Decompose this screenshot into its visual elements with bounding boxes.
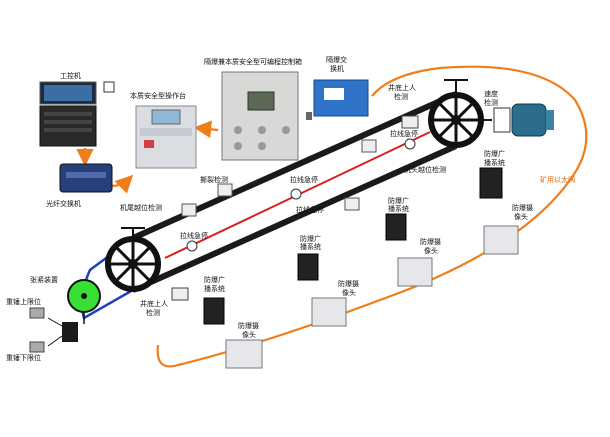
label-pull-stop-4: 拉线急停 — [296, 206, 324, 214]
label-pull-stop-3: 拉线急停 — [180, 232, 208, 240]
label-mine-ethernet: 矿用以太网 — [540, 176, 575, 184]
plc-box — [221, 71, 299, 161]
label-operator-console: 本质安全型操作台 — [130, 92, 186, 100]
shaft-bottom-detector — [171, 287, 189, 301]
label-weight-upper: 重锤上限位 — [6, 298, 41, 306]
label-camera-low-1: 防爆摄 — [238, 322, 259, 330]
label-fiber-switch: 光纤交换机 — [46, 200, 81, 208]
label-plc-box: 隔爆兼本质安全型可编程控制箱 — [204, 58, 302, 66]
label-shaft-bottom-1: 井底上人 — [140, 300, 168, 308]
industrial-pc — [39, 81, 97, 147]
label-broadcast-low-1: 防爆广 — [300, 235, 321, 243]
operator-console — [135, 105, 197, 169]
label-pull-stop-1: 拉线急停 — [290, 176, 318, 184]
weight-lower-sensor — [29, 341, 45, 353]
fiber-switch — [59, 163, 113, 193]
broadcast-devices — [203, 167, 503, 325]
label-camera-right-1: 防爆摄 — [512, 204, 533, 212]
label-camera-mid-2: 像头 — [424, 247, 438, 255]
label-camera-mid-1: 防爆摄 — [420, 238, 441, 246]
label-head-detect: 机头越位检测 — [404, 166, 446, 174]
shaft-top-detector — [401, 115, 419, 129]
label-broadcast-mid-1: 防爆广 — [388, 197, 409, 205]
label-broadcast-right-1: 防爆广 — [484, 150, 505, 158]
qr-icon — [103, 81, 115, 93]
label-tear-detect: 撕裂检测 — [200, 176, 228, 184]
label-camera-low-2: 像头 — [242, 331, 256, 339]
head-drum — [428, 79, 484, 148]
label-industrial-pc: 工控机 — [60, 72, 81, 80]
tension-wheel — [47, 279, 101, 347]
camera-devices — [225, 225, 519, 369]
weight-upper-sensor — [29, 307, 45, 319]
label-tension-device: 张紧装置 — [30, 276, 58, 284]
label-speed-1: 速度 — [484, 90, 498, 98]
label-broadcast-right-2: 播系统 — [484, 159, 505, 167]
label-shaft-top-2: 检测 — [394, 93, 408, 101]
label-camera-low-mid-2: 像头 — [342, 289, 356, 297]
drive-motor — [493, 103, 554, 137]
tail-drum — [105, 227, 161, 292]
label-weight-lower: 重锤下限位 — [6, 354, 41, 362]
label-speed-2: 检测 — [484, 99, 498, 107]
label-ex-switch-2: 换机 — [330, 65, 344, 73]
label-broadcast-low-2: 播系统 — [300, 243, 321, 251]
label-shaft-bottom-2: 检测 — [146, 309, 160, 317]
label-tail-detect: 机尾越位检测 — [120, 204, 162, 212]
label-shaft-top-1: 井底上人 — [388, 84, 416, 92]
label-camera-right-2: 像头 — [514, 213, 528, 221]
label-broadcast-bottom-2: 播系统 — [204, 285, 225, 293]
label-ex-switch-1: 隔爆交 — [326, 56, 347, 64]
pull-stop-switches — [181, 138, 416, 252]
label-pull-stop-2: 拉线急停 — [390, 130, 418, 138]
label-broadcast-bottom-1: 防爆广 — [204, 276, 225, 284]
label-broadcast-mid-2: 播系统 — [388, 205, 409, 213]
ex-switch — [306, 79, 369, 120]
label-camera-low-mid-1: 防爆摄 — [338, 280, 359, 288]
